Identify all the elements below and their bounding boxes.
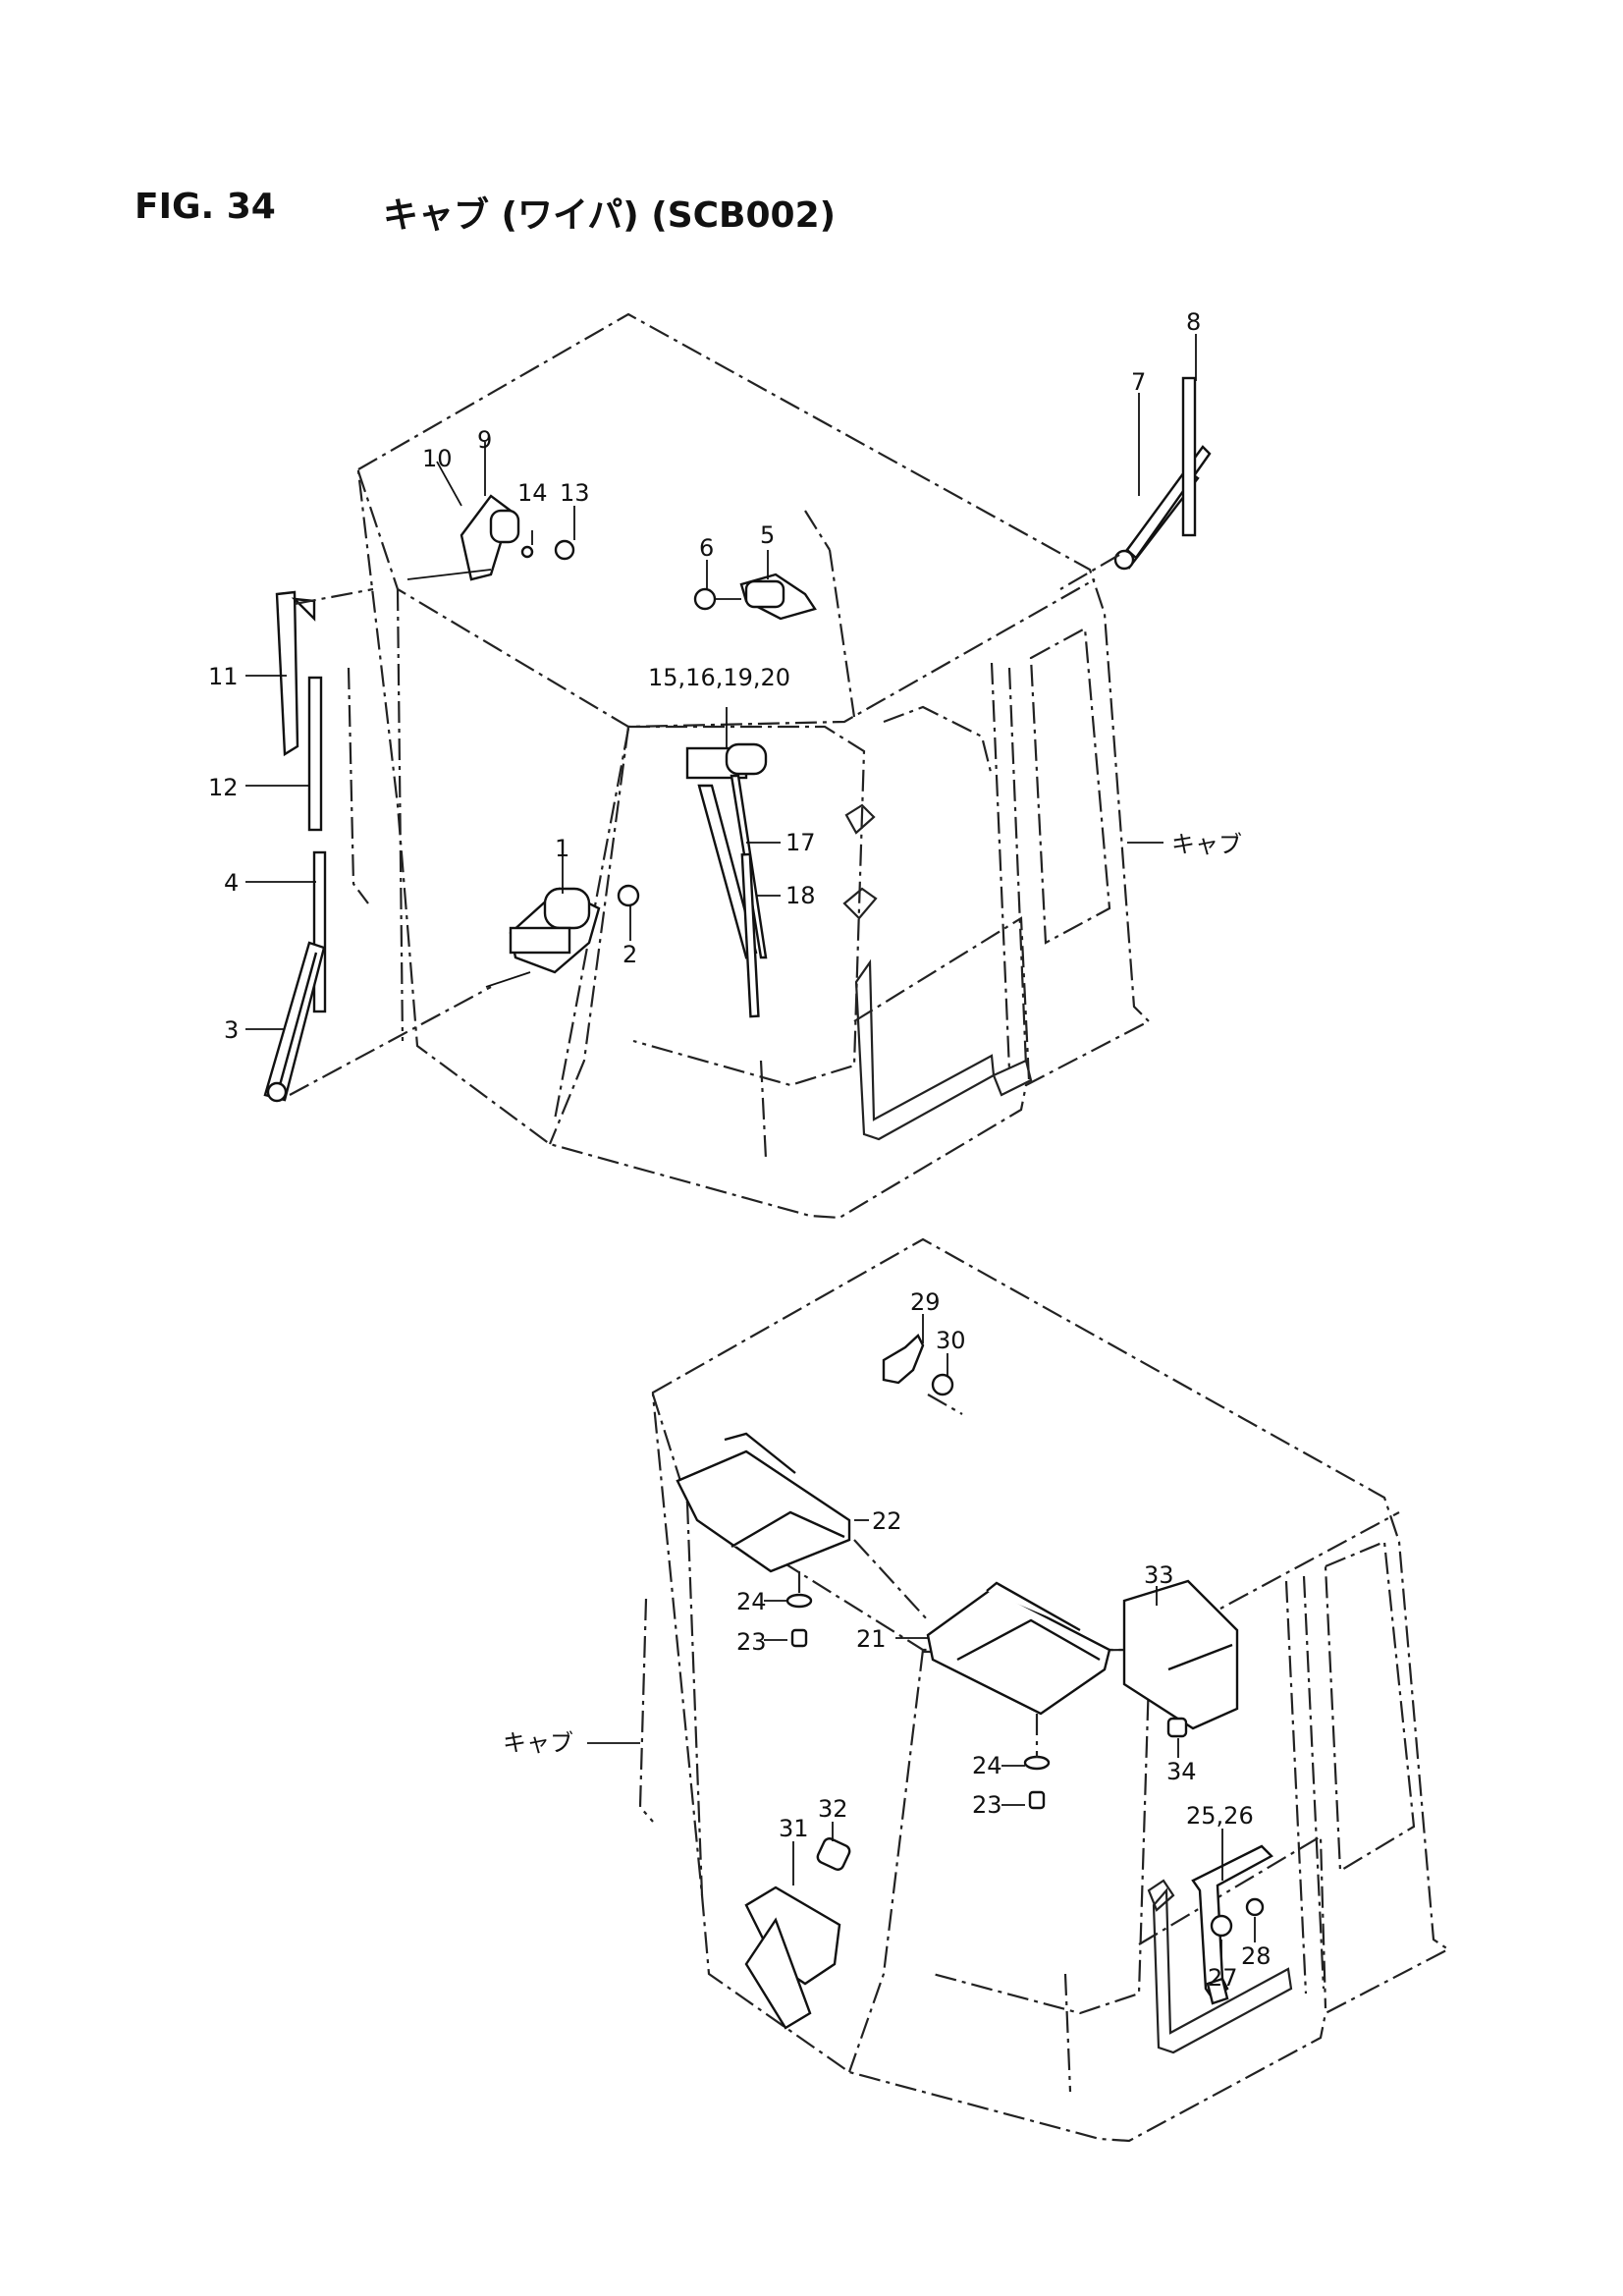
- callout-6: 6: [699, 534, 714, 562]
- callout-8: 8: [1186, 308, 1201, 336]
- callout-24-right: 24: [972, 1752, 1002, 1779]
- callout-25-26: 25,26: [1186, 1802, 1254, 1830]
- lower-leader-lines: [587, 1314, 1256, 1964]
- label-cab-upper: キャブ: [1171, 831, 1242, 858]
- callout-32: 32: [818, 1795, 848, 1823]
- callout-7: 7: [1131, 368, 1146, 396]
- upper-mount-dash-lines: [289, 510, 1120, 1096]
- callout-9: 9: [477, 426, 492, 454]
- hook-29-30: [882, 1334, 954, 1396]
- wiper-motor-5-6: [693, 573, 817, 621]
- lower-callout-labels: 29 30 22 24 33 23 21 キャブ 34 24 23 32 25,…: [503, 1288, 1271, 1992]
- callout-27: 27: [1208, 1964, 1238, 1992]
- upper-cab-outline: [347, 312, 1151, 1220]
- callout-23-right: 23: [972, 1791, 1002, 1819]
- callout-15-16-19-20: 15,16,19,20: [648, 664, 790, 691]
- wiper-arm-blade-3-4: [263, 850, 327, 1103]
- lower-mount-dash-lines: [797, 1394, 1039, 1758]
- callout-2: 2: [622, 941, 637, 968]
- callout-24-left: 24: [736, 1588, 767, 1615]
- callout-13: 13: [560, 479, 590, 507]
- bracket-31-32: [744, 1837, 851, 2030]
- duct-21: [926, 1581, 1111, 1716]
- wiper-arm-blade-7-8: [1113, 376, 1212, 571]
- label-cab-lower: キャブ: [503, 1729, 573, 1757]
- wiper-motor-15-20-arm-17-18: [685, 742, 768, 1018]
- lower-cab-door-rails: [1147, 1879, 1293, 2054]
- callout-11: 11: [208, 663, 239, 690]
- callout-29: 29: [910, 1288, 941, 1316]
- callout-14: 14: [517, 479, 548, 507]
- wiper-motor-1-2: [485, 884, 640, 988]
- callout-10: 10: [422, 445, 453, 472]
- duct-22: [676, 1432, 851, 1573]
- callout-4: 4: [224, 869, 239, 897]
- callout-3: 3: [224, 1016, 239, 1044]
- callout-5: 5: [760, 521, 775, 549]
- cover-33: [1122, 1579, 1239, 1730]
- callout-34: 34: [1166, 1758, 1197, 1785]
- figure-number: FIG. 34: [135, 187, 276, 227]
- upper-cab-door-rails: [842, 803, 1033, 1141]
- washers-bolts-23-24-34: [785, 1593, 1188, 1810]
- callout-30: 30: [936, 1327, 966, 1354]
- callout-21: 21: [856, 1625, 887, 1653]
- callout-33: 33: [1144, 1561, 1174, 1589]
- callout-12: 12: [208, 774, 239, 801]
- figure-title: キャブ (ワイパ) (SCB002): [383, 195, 837, 236]
- callout-28: 28: [1241, 1942, 1271, 1970]
- callout-23-left: 23: [736, 1628, 767, 1656]
- wiper-motor-9-10: [406, 494, 575, 581]
- callout-22: 22: [872, 1507, 902, 1535]
- handrail-25-26: [1191, 1844, 1273, 2005]
- upper-leader-lines: [245, 334, 1197, 1030]
- wiper-arm-blade-11-12: [275, 590, 323, 832]
- callout-17: 17: [785, 829, 816, 856]
- callout-18: 18: [785, 882, 816, 909]
- lower-cab-outline: [638, 1237, 1451, 2143]
- callout-31: 31: [779, 1815, 809, 1842]
- upper-callout-labels: 8 7 9 10 14 13 6 5 11 15,16,19,20 12 1 1…: [208, 308, 1242, 1044]
- callout-1: 1: [555, 835, 569, 862]
